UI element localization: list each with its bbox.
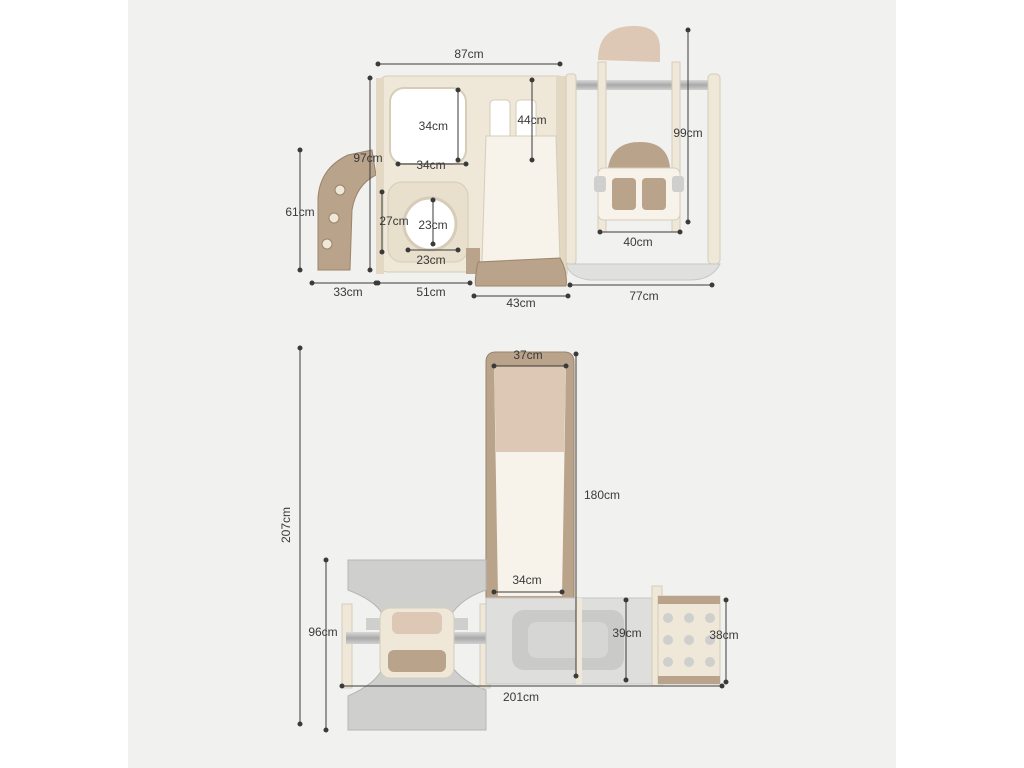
dim-end-porthole-frame-height-2 [379, 249, 385, 255]
swing-bar [566, 80, 718, 90]
dim-end-seat-width-2 [677, 229, 683, 235]
dim-end-porthole-height-1 [430, 197, 436, 203]
slide-top [485, 351, 575, 601]
dim-end-total-width-2 [557, 61, 563, 67]
dimension-labels: 87cm 34cm 44cm 97cm 34cm 61cm 27cm 23cm … [279, 47, 739, 704]
dim-slide-window-height: 44cm [517, 113, 546, 127]
front-view [317, 26, 721, 287]
slide-front [474, 135, 567, 287]
dim-end-steps-width-2 [723, 679, 729, 685]
dim-end-slide-width-2 [565, 293, 571, 299]
swing-base [341, 559, 491, 731]
dim-end-porthole-width-1 [405, 247, 411, 253]
top-view [341, 351, 721, 731]
dim-end-slide-window-height-1 [529, 77, 535, 83]
dim-slide-length: 180cm [584, 488, 620, 502]
dim-end-slide-bottom-width-1 [491, 589, 497, 595]
dim-slide-bottom-width: 34cm [512, 573, 541, 587]
dim-end-seat-width-1 [597, 229, 603, 235]
dim-steps-height: 61cm [285, 205, 314, 219]
climbing-steps [317, 149, 377, 271]
dim-end-platform-depth-1 [623, 597, 629, 603]
dim-total-height: 97cm [353, 151, 382, 165]
dim-end-swing-depth-2 [323, 727, 329, 733]
dim-end-steps-width-1 [723, 597, 729, 603]
dim-seat-width: 40cm [623, 235, 652, 249]
dim-end-slide-bottom-width-2 [559, 589, 565, 595]
dim-end-slide-length-2 [573, 673, 579, 679]
dim-end-slide-length-1 [573, 351, 579, 357]
dim-end-total-depth-2 [297, 721, 303, 727]
dim-end-steps-height-2 [297, 267, 303, 273]
swing-seat [594, 26, 684, 233]
dim-end-total-length-2 [719, 683, 725, 689]
dim-end-window-width-1 [395, 161, 401, 167]
dim-slide-width: 43cm [506, 296, 535, 310]
dim-end-slide-width-1 [471, 293, 477, 299]
dim-end-window-height-2 [455, 157, 461, 163]
dimension-lines [297, 27, 729, 733]
dim-tower-width: 51cm [416, 285, 445, 299]
dim-platform-depth: 39cm [612, 626, 641, 640]
dim-end-steps-depth-1 [309, 280, 315, 286]
dim-end-swing-height-2 [685, 219, 691, 225]
dim-end-platform-depth-2 [623, 677, 629, 683]
dim-end-porthole-width-2 [455, 247, 461, 253]
dim-slide-top-width: 37cm [513, 348, 542, 362]
dim-end-window-width-2 [463, 161, 469, 167]
dim-end-swing-height-1 [685, 27, 691, 33]
tower [376, 75, 569, 274]
dim-porthole-height: 23cm [418, 218, 447, 232]
dim-swing-depth: 96cm [308, 625, 337, 639]
dim-end-tower-width-2 [467, 280, 473, 286]
dim-end-tower-width-1 [375, 280, 381, 286]
dim-end-slide-top-width-1 [491, 363, 497, 369]
platform [485, 585, 663, 687]
dim-end-window-height-1 [455, 87, 461, 93]
dim-end-porthole-frame-height-1 [379, 189, 385, 195]
dim-end-total-width-1 [375, 61, 381, 67]
dim-end-swing-depth-1 [323, 557, 329, 563]
dim-swing-height: 99cm [673, 126, 702, 140]
dim-steps-depth: 33cm [333, 285, 362, 299]
dim-end-swing-width-1 [567, 282, 573, 288]
dim-end-slide-window-height-2 [529, 157, 535, 163]
dim-total-depth: 207cm [279, 507, 293, 543]
dim-steps-width: 38cm [709, 628, 738, 642]
dim-end-total-length-1 [339, 683, 345, 689]
dim-window-height: 34cm [419, 119, 448, 133]
dim-porthole-frame-height: 27cm [379, 214, 408, 228]
dim-total-width: 87cm [454, 47, 483, 61]
dim-porthole-width: 23cm [416, 253, 445, 267]
dim-end-total-depth-1 [297, 345, 303, 351]
swing-frame [565, 73, 721, 281]
dim-end-slide-top-width-2 [563, 363, 569, 369]
dim-end-swing-width-2 [709, 282, 715, 288]
dim-end-total-height-2 [367, 267, 373, 273]
dim-end-total-height-1 [367, 75, 373, 81]
dim-swing-width: 77cm [629, 289, 658, 303]
dim-total-length: 201cm [503, 690, 539, 704]
dim-window-width: 34cm [416, 158, 445, 172]
steps-top [657, 595, 721, 685]
dim-end-porthole-height-2 [430, 241, 436, 247]
dim-end-steps-height-1 [297, 147, 303, 153]
